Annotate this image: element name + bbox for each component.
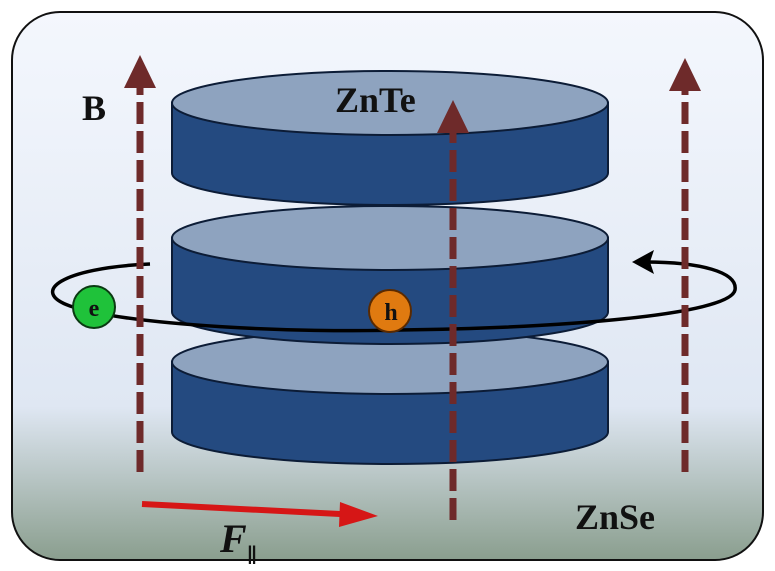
hole-label: h — [384, 300, 397, 326]
field-label: B — [82, 88, 106, 128]
field-line-left-arrowhead-icon — [124, 55, 156, 88]
bottom-material-label: ZnSe — [575, 497, 655, 537]
force-subscript: ∥ — [247, 545, 258, 567]
field-line-right — [669, 58, 701, 472]
force-label: F∥ — [219, 516, 257, 567]
orbit-arrowhead-icon — [632, 250, 654, 274]
force-arrow — [141, 501, 378, 527]
electron-label: e — [89, 296, 100, 322]
force-symbol: F — [219, 516, 247, 561]
field-line-right-arrowhead-icon — [669, 58, 701, 91]
force-arrowhead-icon — [339, 502, 378, 527]
hole: h — [368, 289, 412, 333]
bottom-disk — [171, 329, 609, 465]
field-line-center-arrowhead-icon — [437, 100, 469, 133]
electron: e — [72, 285, 116, 329]
top-disk — [171, 70, 609, 206]
field-line-center — [437, 100, 469, 520]
top-material-label: ZnTe — [335, 80, 416, 120]
field-line-left — [124, 55, 156, 472]
